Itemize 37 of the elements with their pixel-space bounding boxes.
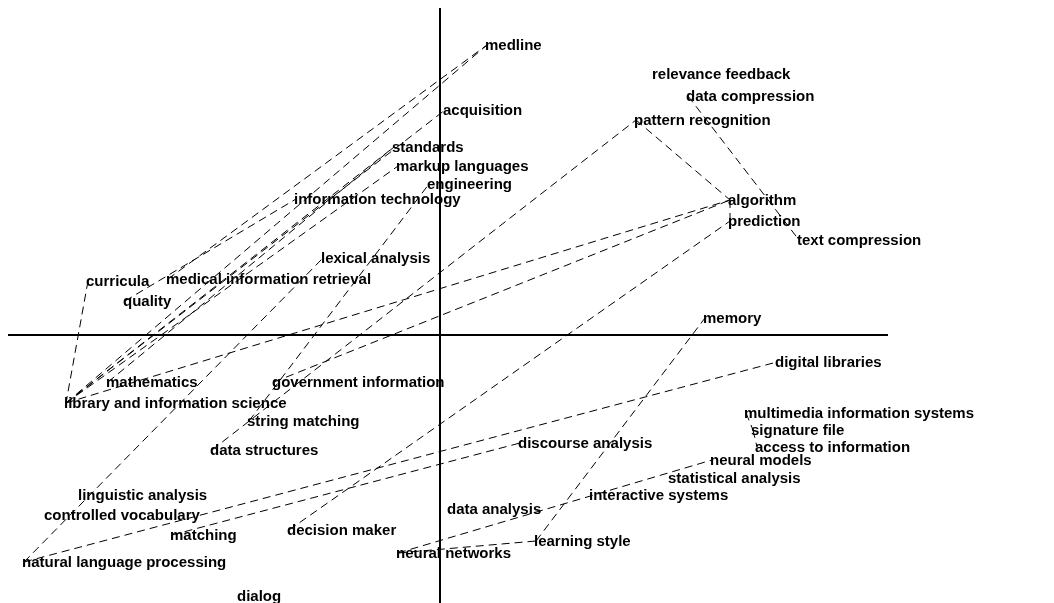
term-label: multimedia information systems (744, 404, 975, 422)
connector-line (65, 199, 731, 404)
term-label: interactive systems (589, 486, 729, 504)
connector-line (535, 317, 706, 542)
term-label: data structures (210, 441, 319, 459)
term-label: library and information science (64, 394, 287, 412)
term-label: mathematics (106, 373, 198, 391)
connector-line (635, 119, 731, 201)
term-label: linguistic analysis (78, 486, 208, 504)
connector-line (397, 459, 713, 554)
connector-line (273, 199, 731, 383)
term-label: decision maker (287, 521, 397, 539)
term-label: matching (170, 526, 237, 544)
connector-line (171, 442, 521, 536)
term-label: prediction (728, 212, 801, 230)
term-label: pattern recognition (634, 111, 771, 129)
term-label: neural models (710, 451, 812, 469)
term-label: discourse analysis (518, 434, 653, 452)
term-label: digital libraries (775, 353, 882, 371)
term-label: memory (703, 309, 762, 327)
term-label: controlled vocabulary (44, 506, 200, 524)
term-label: lexical analysis (321, 249, 431, 267)
term-label: data analysis (447, 500, 542, 518)
term-label: quality (123, 292, 172, 310)
term-label: learning style (534, 532, 631, 550)
term-label: medical information retrieval (166, 270, 372, 288)
term-label: signature file (751, 421, 845, 439)
term-label: relevance feedback (652, 65, 791, 83)
term-label: acquisition (443, 101, 523, 119)
term-label: statistical analysis (668, 469, 801, 487)
term-label: natural language processing (22, 553, 227, 571)
term-label: medline (485, 36, 542, 54)
term-label: curricula (86, 272, 150, 290)
term-label: data compression (686, 87, 815, 105)
term-label: algorithm (728, 191, 797, 209)
term-label: text compression (797, 231, 922, 249)
term-label: string matching (247, 412, 360, 430)
